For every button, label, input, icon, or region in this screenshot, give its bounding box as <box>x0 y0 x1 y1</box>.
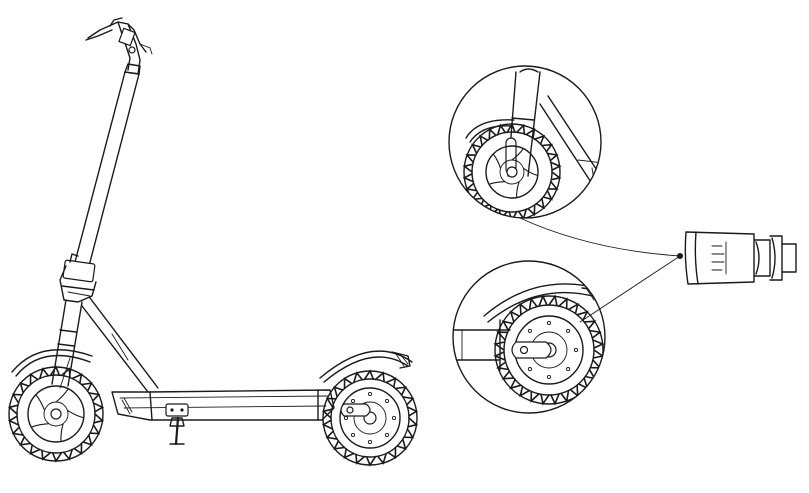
scooter-main-view <box>9 18 417 465</box>
valve-extension-adapter-icon <box>685 232 796 284</box>
front-wheel <box>9 367 103 461</box>
rear-wheel-detail <box>450 261 605 413</box>
frame <box>82 298 158 392</box>
rear-wheel <box>323 371 417 465</box>
stem <box>75 64 140 266</box>
front-wheel-detail <box>449 66 612 220</box>
kickstand <box>170 418 184 444</box>
handlebar <box>86 18 152 74</box>
deck <box>112 390 334 420</box>
